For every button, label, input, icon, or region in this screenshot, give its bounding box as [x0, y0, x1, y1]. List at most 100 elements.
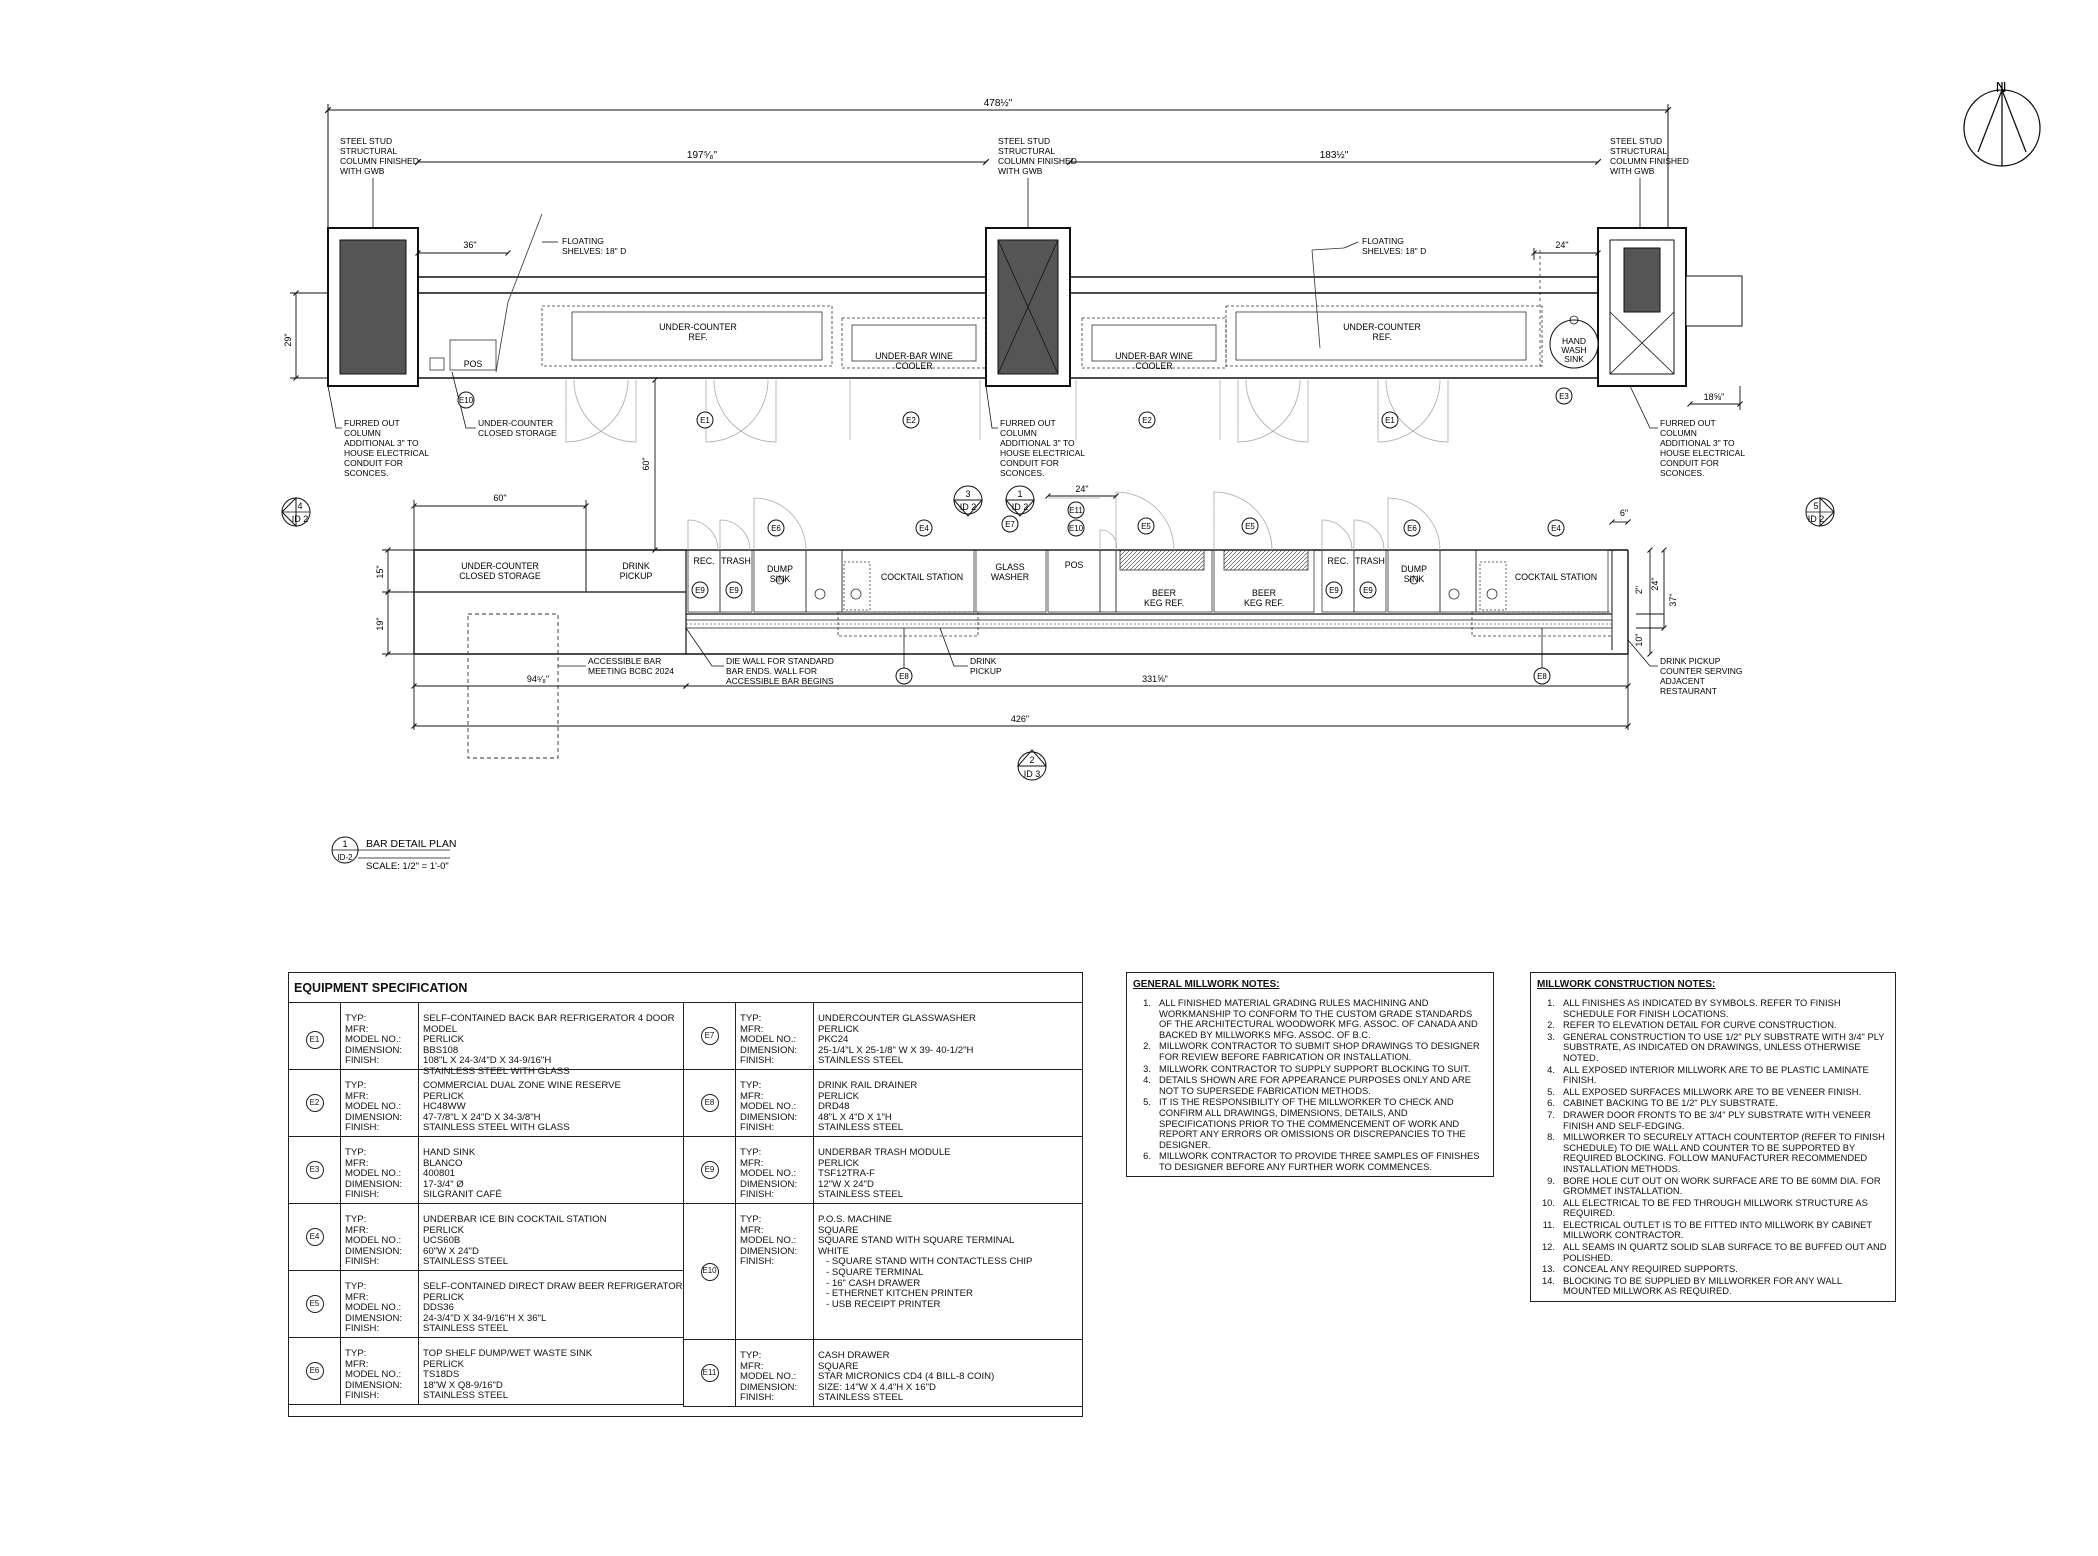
note-number: 4.: [1547, 1063, 1555, 1075]
equipment-field-value: SILGRANIT CAFÉ: [423, 1189, 502, 1201]
svg-text:DUMP: DUMP: [1401, 564, 1427, 574]
svg-text:SINK: SINK: [1564, 354, 1584, 364]
equipment-field-value: SIZE: 14"W X 4.4"H X 16"D: [818, 1381, 936, 1393]
note-text: MILLWORK CONTRACTOR TO SUBMIT SHOP DRAWI…: [1159, 1040, 1480, 1062]
front-bar-labels: UNDER-COUNTER CLOSED STORAGE DRINK PICKU…: [459, 556, 1597, 608]
equipment-field-labels: TYP:MFR:MODEL NO.:DIMENSION:FINISH:: [341, 1070, 419, 1136]
note-number: 5.: [1547, 1085, 1555, 1097]
svg-text:PICKUP: PICKUP: [970, 666, 1002, 676]
equipment-field-value: UNDERCOUNTER GLASSWASHER: [818, 1013, 976, 1024]
svg-text:ADDITIONAL 3" TO: ADDITIONAL 3" TO: [344, 438, 419, 448]
back-bar-shelves: [417, 276, 1599, 379]
svg-text:UNDER-COUNTER: UNDER-COUNTER: [659, 322, 737, 332]
equipment-field-value: STAINLESS STEEL: [818, 1055, 904, 1067]
equipment-field-value: 12"W X 24"D: [818, 1178, 874, 1190]
note-item: 10.ALL ELECTRICAL TO BE FED THROUGH MILL…: [1531, 1197, 1887, 1219]
dim-15: 15": [375, 565, 385, 578]
equipment-field-label: FINISH:: [345, 1390, 380, 1402]
dim-37: 37": [1668, 593, 1678, 606]
equipment-field-value: TSF12TRA-F: [818, 1168, 876, 1180]
dim-94: 94⁵⁄₈": [527, 674, 549, 684]
svg-text:HOUSE ELECTRICAL: HOUSE ELECTRICAL: [1660, 448, 1745, 458]
equipment-field-label: DIMENSION:: [345, 1044, 403, 1056]
equipment-field-label: MODEL NO.:: [345, 1034, 402, 1046]
note-text: DETAILS SHOWN ARE FOR APPEARANCE PURPOSE…: [1159, 1074, 1472, 1096]
equipment-field-value: PKC24: [818, 1034, 849, 1046]
equipment-tag-cell: E4: [289, 1204, 341, 1270]
svg-text:E5: E5: [1141, 522, 1151, 531]
svg-text:E7: E7: [1005, 520, 1015, 529]
equipment-field-label: TYP:: [345, 1281, 367, 1292]
svg-text:E3: E3: [1559, 392, 1569, 401]
equipment-field-label: MFR:: [740, 1157, 764, 1169]
svg-text:WITH GWB: WITH GWB: [998, 166, 1043, 176]
equipment-sub-item: - 16" CASH DRAWER: [826, 1277, 921, 1289]
accessible-bar-note: ACCESSIBLE BAR MEETING BCBC 2024: [588, 656, 674, 676]
equipment-field-value: CASH DRAWER: [818, 1350, 890, 1361]
note-text: BORE HOLE CUT OUT ON WORK SURFACE ARE TO…: [1563, 1174, 1881, 1197]
svg-text:4: 4: [297, 501, 302, 511]
equipment-sub-item: - SQUARE STAND WITH CONTACTLESS CHIP: [826, 1256, 1033, 1268]
equipment-field-value: 60"W X 24"D: [423, 1245, 479, 1257]
closed-storage-note: UNDER-COUNTER CLOSED STORAGE: [478, 418, 557, 438]
back-bar-equipment: [429, 213, 1543, 373]
equipment-field-value: SELF-CONTAINED DIRECT DRAW BEER REFRIGER…: [423, 1281, 683, 1292]
floating-shelves-note-left: FLOATING SHELVES: 18" D: [562, 236, 626, 256]
note-text: ALL SEAMS IN QUARTZ SOLID SLAB SURFACE T…: [1563, 1241, 1887, 1263]
column-note-middle: STEEL STUD STRUCTURAL COLUMN FINISHED WI…: [998, 136, 1077, 176]
note-number: 7.: [1547, 1108, 1555, 1120]
svg-text:FLOATING: FLOATING: [562, 236, 604, 246]
equipment-field-label: TYP:: [740, 1350, 762, 1361]
equipment-field-label: DIMENSION:: [345, 1245, 403, 1257]
equipment-field-label: MODEL NO.:: [740, 1034, 797, 1046]
svg-text:BEER: BEER: [1152, 588, 1176, 598]
equipment-field-labels: TYP:MFR:MODEL NO.:DIMENSION:FINISH:: [736, 1070, 814, 1136]
svg-text:E2: E2: [1142, 416, 1152, 425]
svg-text:COLUMN FINISHED: COLUMN FINISHED: [340, 156, 419, 166]
equipment-field-label: TYP:: [345, 1013, 367, 1024]
note-text: REFER TO ELEVATION DETAIL FOR CURVE CONS…: [1563, 1019, 1837, 1031]
svg-text:ID 3: ID 3: [1024, 769, 1041, 779]
svg-text:FURRED OUT: FURRED OUT: [1660, 418, 1716, 428]
equipment-field-labels: TYP:MFR:MODEL NO.:DIMENSION:FINISH:: [341, 1271, 419, 1337]
svg-text:COUNTER SERVING: COUNTER SERVING: [1660, 666, 1743, 676]
equipment-field-labels: TYP:MFR:MODEL NO.:DIMENSION:FINISH:: [341, 1338, 419, 1404]
note-item: 6.MILLWORK CONTRACTOR TO PROVIDE THREE S…: [1127, 1150, 1485, 1172]
svg-text:WASH: WASH: [1561, 345, 1586, 355]
equipment-field-label: MFR:: [740, 1023, 764, 1035]
note-item: 3.GENERAL CONSTRUCTION TO USE 1/2" PLY S…: [1531, 1031, 1887, 1064]
equipment-tag-cell: E2: [289, 1070, 341, 1136]
equipment-tag-cell: E7: [684, 1003, 736, 1069]
dim-29: 29": [283, 333, 293, 346]
north-arrow-icon: N: [1963, 79, 2041, 167]
note-item: 7.DRAWER DOOR FRONTS TO BE 3/4" PLY SUBS…: [1531, 1108, 1887, 1131]
equipment-field-label: TYP:: [740, 1214, 762, 1225]
dim-24-back: 24": [1555, 240, 1568, 250]
svg-text:STRUCTURAL: STRUCTURAL: [1610, 146, 1667, 156]
section-marker-2: 2 ID 3: [1016, 749, 1048, 781]
svg-text:STRUCTURAL: STRUCTURAL: [998, 146, 1055, 156]
svg-text:GLASS: GLASS: [995, 562, 1024, 572]
equipment-field-label: FINISH:: [740, 1392, 775, 1404]
dim-60: 60": [493, 493, 506, 503]
note-number: 9.: [1547, 1174, 1555, 1186]
svg-text:COLUMN: COLUMN: [1660, 428, 1697, 438]
note-number: 5.: [1143, 1096, 1151, 1108]
equipment-field-value: SELF-CONTAINED BACK BAR REFRIGERATOR 4 D…: [423, 1013, 675, 1035]
equipment-field-value: 48"L X 4"D X 1"H: [818, 1111, 892, 1123]
column-note-left: STEEL STUD STRUCTURAL COLUMN FINISHED WI…: [340, 136, 419, 176]
equipment-field-value: WHITE: [818, 1245, 849, 1257]
column-note-right: STEEL STUD STRUCTURAL COLUMN FINISHED WI…: [1610, 136, 1689, 176]
svg-text:COLUMN FINISHED: COLUMN FINISHED: [998, 156, 1077, 166]
svg-text:ADDITIONAL 3" TO: ADDITIONAL 3" TO: [1000, 438, 1075, 448]
note-item: 2.MILLWORK CONTRACTOR TO SUBMIT SHOP DRA…: [1127, 1041, 1485, 1062]
svg-text:WITH GWB: WITH GWB: [1610, 166, 1655, 176]
equipment-field-label: FINISH:: [740, 1122, 775, 1134]
